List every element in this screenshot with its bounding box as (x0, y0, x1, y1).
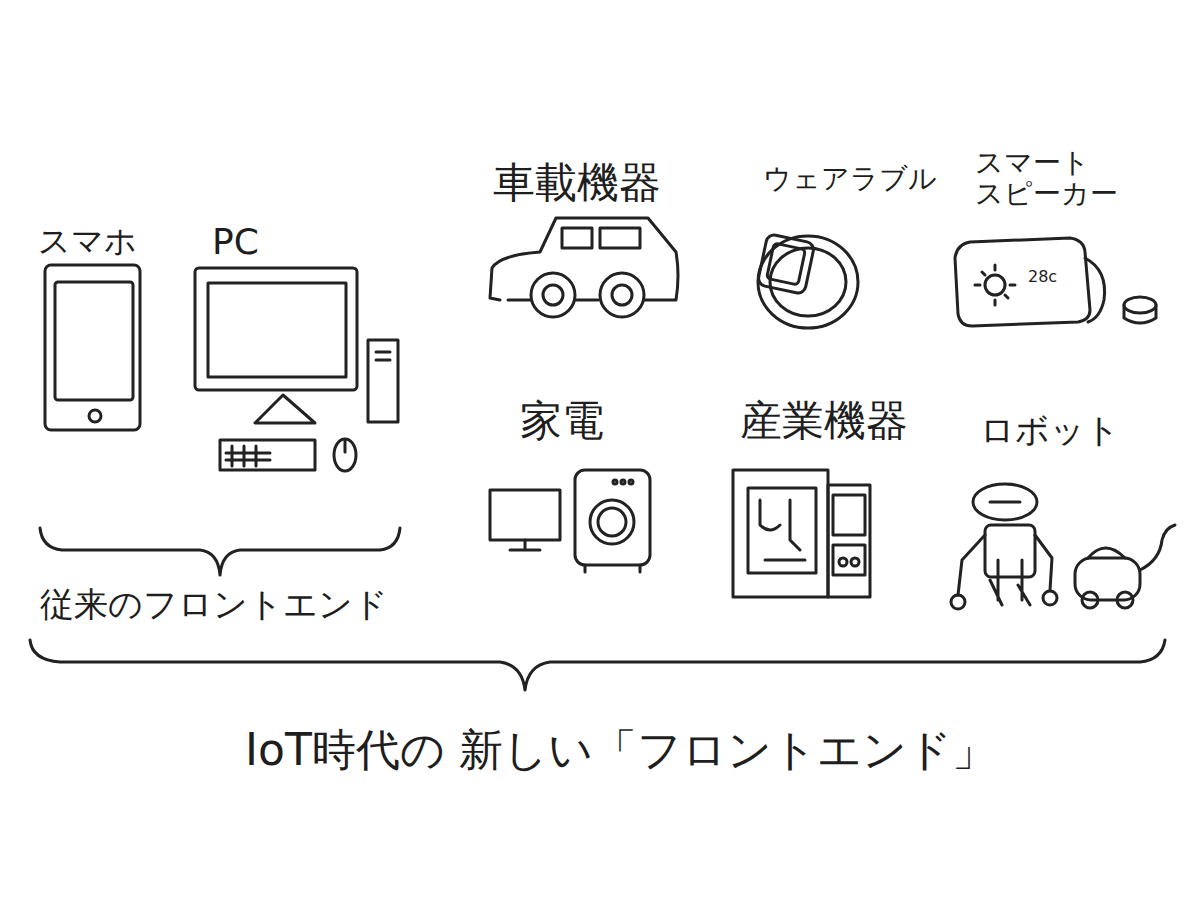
car-icon (490, 218, 678, 317)
device-label: スマート スピーカー (975, 148, 1145, 210)
display-text: 28c (1028, 268, 1057, 286)
brace (40, 528, 400, 575)
watch-icon (757, 234, 858, 328)
industrial-machine-icon (733, 470, 870, 597)
smartphone-icon (45, 265, 140, 430)
device-label: 家電 (520, 398, 604, 444)
group-label: 従来のフロントエンド (40, 586, 388, 623)
device-label: PC (212, 222, 259, 262)
device-label: 産業機器 (740, 398, 908, 444)
device-label: スマホ (38, 224, 137, 259)
device-label: ロボット (980, 412, 1120, 449)
appliance-icon (490, 470, 650, 572)
pc-icon (195, 268, 398, 471)
brace (30, 640, 1165, 690)
robot-icon (951, 484, 1175, 609)
group-label: IoT時代の 新しい「フロントエンド」 (245, 726, 996, 774)
smart-speaker-icon (955, 238, 1156, 326)
device-label: ウェアラブル (763, 164, 937, 195)
device-label: 車載機器 (493, 160, 661, 206)
